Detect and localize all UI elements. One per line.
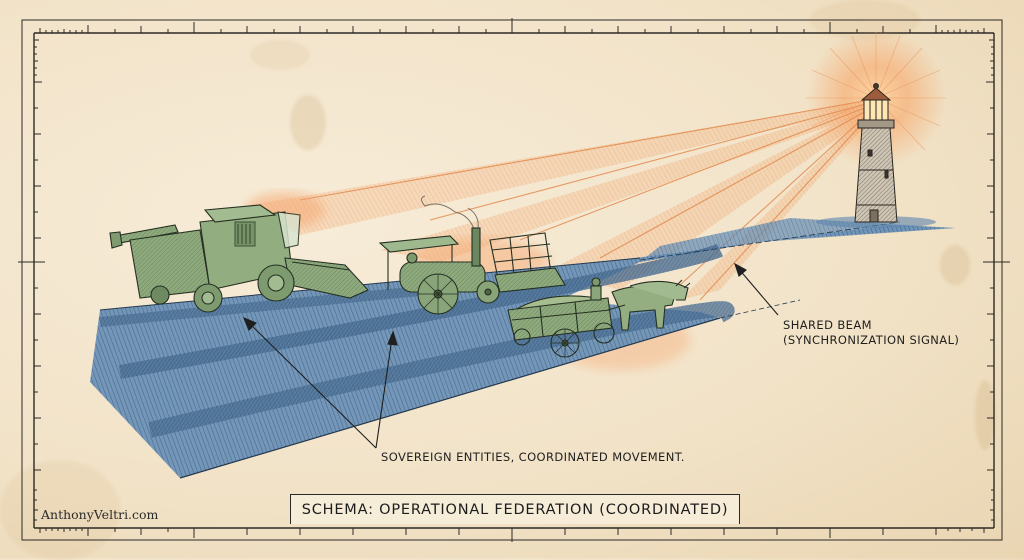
shared-beam bbox=[245, 99, 871, 370]
vehicles-annotation: SOVEREIGN ENTITIES, COORDINATED MOVEMENT… bbox=[381, 450, 685, 464]
shared-beam-label: SHARED BEAM bbox=[783, 318, 872, 332]
paper-stain bbox=[940, 245, 970, 285]
steam-traction-engine bbox=[378, 195, 566, 315]
ox-drawn-wagon bbox=[507, 277, 691, 358]
schema-title: SCHEMA: OPERATIONAL FEDERATION (COORDINA… bbox=[301, 501, 729, 518]
paper-stain bbox=[290, 95, 326, 150]
shared-beam-sublabel: (SYNCHRONIZATION SIGNAL) bbox=[783, 333, 960, 347]
annotation-arrows bbox=[242, 262, 779, 449]
shared-road bbox=[90, 218, 955, 479]
combine-harvester bbox=[109, 204, 369, 313]
blueprint-frame bbox=[18, 18, 1010, 542]
glow-rays bbox=[806, 32, 946, 151]
lighthouse bbox=[816, 83, 936, 228]
artist-signature: AnthonyVeltri.com bbox=[41, 507, 159, 522]
shared-beam-annotation: SHARED BEAM (SYNCHRONIZATION SIGNAL) bbox=[783, 318, 959, 348]
paper-stain bbox=[975, 380, 995, 450]
schema-title-box: SCHEMA: OPERATIONAL FEDERATION (COORDINA… bbox=[290, 494, 740, 524]
paper-stain bbox=[0, 460, 120, 560]
paper-stain bbox=[250, 40, 310, 70]
